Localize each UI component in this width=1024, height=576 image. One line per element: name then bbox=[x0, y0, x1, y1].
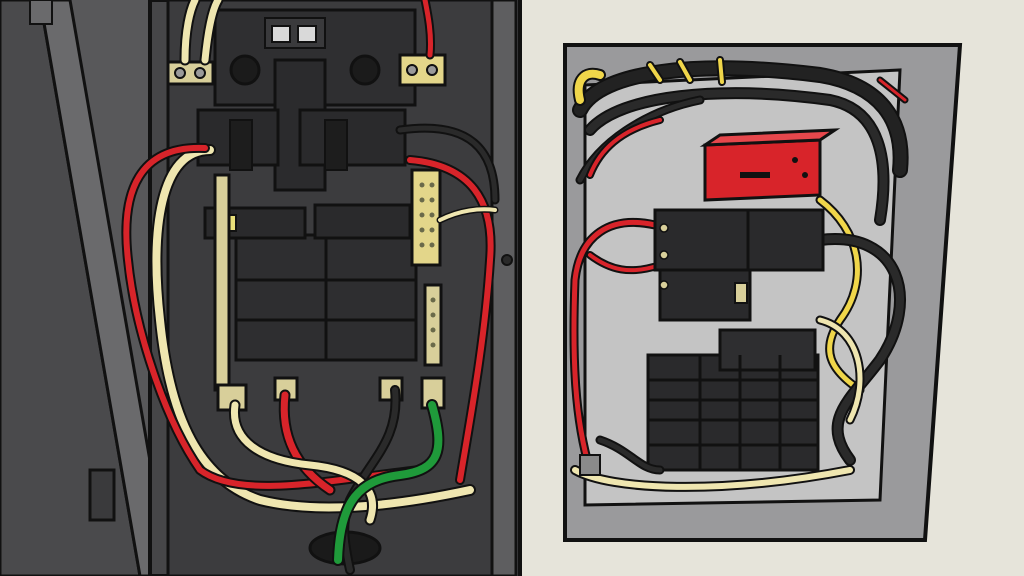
neutral-bus-left bbox=[213, 173, 231, 392]
breaker-upper-left bbox=[653, 208, 752, 272]
panel-door bbox=[0, 0, 142, 576]
neutral-bus-right bbox=[423, 283, 443, 367]
right-panel bbox=[563, 43, 963, 542]
main-breaker-right bbox=[298, 108, 407, 167]
door-hinge bbox=[88, 468, 116, 522]
left-panel bbox=[0, 0, 518, 576]
neutral-bus-top-right bbox=[410, 168, 442, 267]
breaker-upper-right bbox=[746, 208, 825, 272]
breaker-lower-bank bbox=[646, 353, 820, 472]
left-wires bbox=[121, 0, 500, 575]
red-junction-box bbox=[703, 138, 822, 202]
breaker-small-right bbox=[313, 203, 412, 240]
